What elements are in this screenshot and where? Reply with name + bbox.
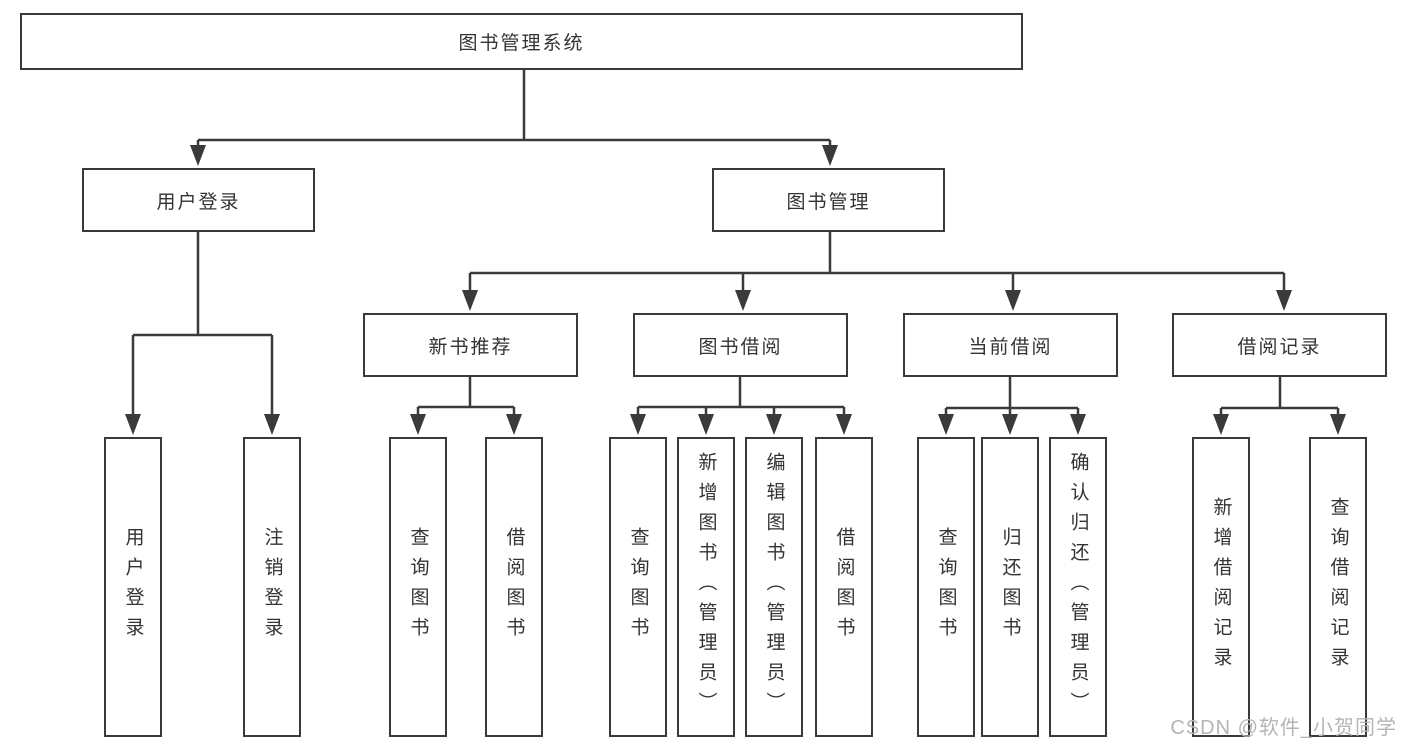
node-book-borrowing: 图书借阅 bbox=[633, 313, 848, 377]
leaf-edit-books-admin: 编辑图书（管理员） bbox=[745, 437, 803, 737]
node-current-borrowing: 当前借阅 bbox=[903, 313, 1118, 377]
leaf-return-books: 归还图书 bbox=[981, 437, 1039, 737]
leaf-user-login-label: 用户登录 bbox=[122, 527, 144, 647]
leaf-borrow-books-recommend-label: 借阅图书 bbox=[503, 527, 525, 647]
leaf-logout-login-label: 注销登录 bbox=[261, 527, 283, 647]
leaf-add-borrow-record-label: 新增借阅记录 bbox=[1210, 497, 1232, 677]
leaf-query-books-current-label: 查询图书 bbox=[935, 527, 957, 647]
leaf-borrow-books-recommend: 借阅图书 bbox=[485, 437, 543, 737]
leaf-add-books-admin: 新增图书（管理员） bbox=[677, 437, 735, 737]
node-new-book-recommendation: 新书推荐 bbox=[363, 313, 578, 377]
leaf-logout-login: 注销登录 bbox=[243, 437, 301, 737]
node-library-system: 图书管理系统 bbox=[20, 13, 1023, 70]
leaf-borrow-books-borrowing: 借阅图书 bbox=[815, 437, 873, 737]
node-new-book-recommendation-label: 新书推荐 bbox=[428, 336, 513, 358]
leaf-confirm-return-admin: 确认归还（管理员） bbox=[1049, 437, 1107, 737]
node-borrowing-records: 借阅记录 bbox=[1172, 313, 1387, 377]
node-current-borrowing-label: 当前借阅 bbox=[968, 336, 1053, 358]
leaf-query-books-current: 查询图书 bbox=[917, 437, 975, 737]
node-library-system-label: 图书管理系统 bbox=[458, 33, 585, 54]
leaf-add-borrow-record: 新增借阅记录 bbox=[1192, 437, 1250, 737]
leaf-query-books-borrowing-label: 查询图书 bbox=[627, 527, 649, 647]
node-user-login-label: 用户登录 bbox=[156, 191, 241, 213]
node-book-management-label: 图书管理 bbox=[786, 191, 871, 213]
leaf-query-borrow-record: 查询借阅记录 bbox=[1309, 437, 1367, 737]
node-user-login: 用户登录 bbox=[82, 168, 315, 232]
node-book-borrowing-label: 图书借阅 bbox=[698, 336, 783, 358]
node-book-management: 图书管理 bbox=[712, 168, 945, 232]
node-borrowing-records-label: 借阅记录 bbox=[1237, 336, 1322, 358]
watermark: CSDN @软件_小贺同学 bbox=[1170, 717, 1397, 739]
leaf-query-books-recommend: 查询图书 bbox=[389, 437, 447, 737]
leaf-borrow-books-borrowing-label: 借阅图书 bbox=[833, 527, 855, 647]
leaf-edit-books-admin-label: 编辑图书（管理员） bbox=[763, 452, 785, 722]
leaf-confirm-return-admin-label: 确认归还（管理员） bbox=[1067, 452, 1089, 722]
leaf-query-books-recommend-label: 查询图书 bbox=[407, 527, 429, 647]
leaf-query-borrow-record-label: 查询借阅记录 bbox=[1327, 497, 1349, 677]
leaf-return-books-label: 归还图书 bbox=[999, 527, 1021, 647]
leaf-add-books-admin-label: 新增图书（管理员） bbox=[695, 452, 717, 722]
leaf-user-login: 用户登录 bbox=[104, 437, 162, 737]
leaf-query-books-borrowing: 查询图书 bbox=[609, 437, 667, 737]
